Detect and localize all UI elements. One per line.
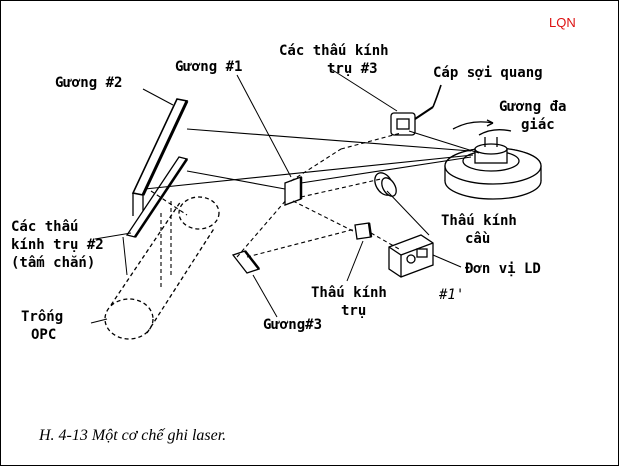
label-ld-index: #1' bbox=[439, 287, 465, 303]
label-lens-2-line3: (tấm chắn) bbox=[11, 255, 96, 271]
cylindrical-lens-2-shape bbox=[125, 156, 189, 238]
ld-unit-shape bbox=[388, 234, 434, 278]
label-cyl-lens-line1: Thấu kính bbox=[311, 285, 387, 301]
polygon-mirror-shape bbox=[444, 119, 542, 200]
label-spherical-line2: cầu bbox=[465, 231, 491, 247]
label-mirror-3: Gương#3 bbox=[263, 317, 323, 333]
label-mirror-2: Gương #2 bbox=[55, 75, 123, 91]
opc-drum-shape bbox=[104, 196, 220, 340]
laser-beams-solid bbox=[144, 128, 480, 190]
label-lens-3-line1: Các thấu kính bbox=[279, 43, 389, 59]
mirror-2-shape bbox=[131, 98, 189, 216]
laser-beams-dashed bbox=[150, 132, 402, 287]
label-lens-3-line2: trụ #3 bbox=[327, 61, 378, 77]
label-spherical-line1: Thấu kính bbox=[441, 213, 517, 229]
mirror-3-shape bbox=[231, 250, 261, 274]
leader-lines bbox=[90, 68, 462, 324]
label-polygon-line2: giác bbox=[521, 117, 555, 133]
label-fiber-cable: Cáp sợi quang bbox=[433, 65, 543, 81]
label-lens-2-line1: Các thấu bbox=[11, 219, 79, 235]
label-drum-line2: OPC bbox=[31, 327, 57, 343]
cylindrical-lens-shape bbox=[354, 222, 373, 240]
fiber-cable-shape bbox=[390, 84, 442, 136]
watermark: LQN bbox=[549, 15, 576, 30]
label-ld-unit: Đơn vị LD bbox=[465, 261, 541, 277]
label-lens-2-line2: kính trụ #2 bbox=[11, 237, 104, 253]
mirror-1-shape bbox=[284, 176, 303, 206]
figure-caption: H. 4-13 Một cơ chế ghi laser. bbox=[39, 427, 227, 444]
label-mirror-1: Gương #1 bbox=[175, 59, 243, 75]
spherical-lens-shape bbox=[374, 172, 397, 197]
label-cyl-lens-line2: trụ bbox=[341, 303, 367, 319]
label-polygon-line1: Gương đa bbox=[499, 99, 567, 115]
label-drum-line1: Trống bbox=[21, 309, 64, 325]
